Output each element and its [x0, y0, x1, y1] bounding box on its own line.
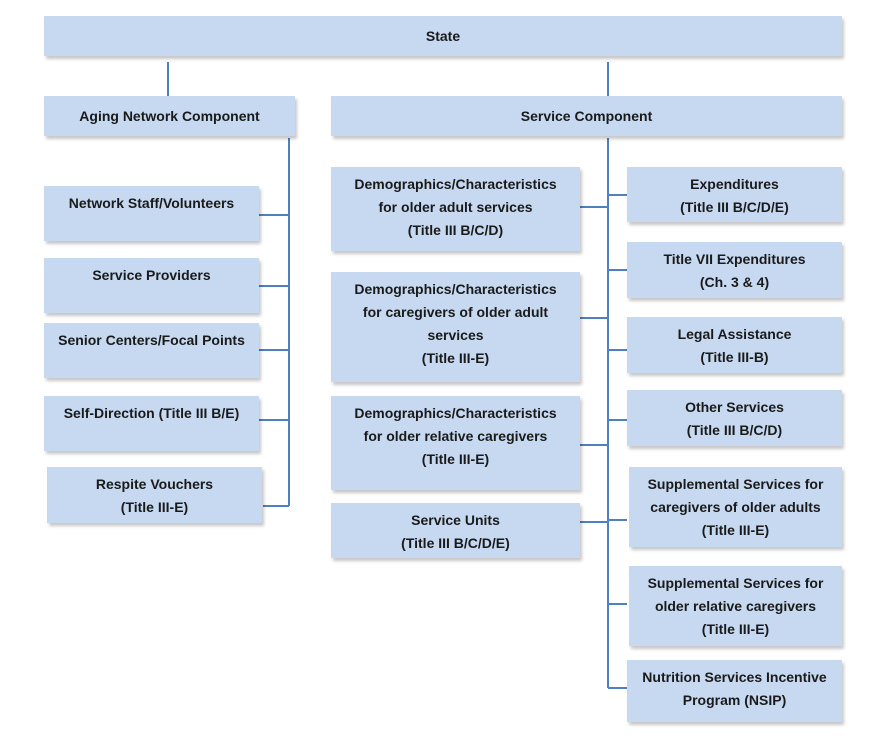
- service-units-label-line-1: Service Units: [411, 512, 500, 528]
- service-units-node: Service Units (Title III B/C/D/E): [331, 503, 580, 558]
- expenditures-node: Expenditures (Title III B/C/D/E): [627, 167, 842, 222]
- expenditures-label-line-2: (Title III B/C/D/E): [680, 199, 789, 215]
- demographics-relative-caregivers-label-line-1: Demographics/Characteristics: [354, 405, 557, 421]
- title-vii-expenditures-label-line-1: Title VII Expenditures: [663, 251, 806, 267]
- supplemental-caregivers-older-adults-label-line-1: Supplemental Services for: [647, 476, 824, 492]
- demographics-relative-caregivers-label-line-2: for older relative caregivers: [363, 428, 548, 444]
- supplemental-older-relative-caregivers-label-line-2: older relative caregivers: [654, 598, 817, 614]
- service-units-label-line-2: (Title III B/C/D/E): [401, 535, 510, 551]
- self-direction-label-line-1: Self-Direction (Title III B/E): [63, 405, 240, 421]
- nsip-label-line-2: Program (NSIP): [682, 692, 787, 708]
- demographics-older-adult-label-line-2: for older adult services: [378, 199, 533, 215]
- senior-centers-focal-points-label-line-1: Senior Centers/Focal Points: [58, 332, 245, 348]
- state-label-line-1: State: [425, 27, 461, 44]
- self-direction-node: Self-Direction (Title III B/E): [44, 396, 259, 451]
- expenditures-label-line-1: Expenditures: [690, 176, 779, 192]
- legal-assistance-label-line-1: Legal Assistance: [677, 326, 792, 342]
- supplemental-caregivers-older-adults-label-line-2: caregivers of older adults: [650, 499, 821, 515]
- aging-network-component-label-line-1: Aging Network Component: [79, 107, 260, 124]
- state-node: State: [44, 16, 842, 56]
- network-staff-volunteers-node: Network Staff/Volunteers: [44, 186, 259, 241]
- demographics-caregivers-label-line-4: (Title III-E): [421, 350, 490, 366]
- aging-network-component-node: Aging Network Component: [44, 96, 295, 136]
- demographics-older-adult-label-line-3: (Title III B/C/D): [407, 222, 504, 238]
- respite-vouchers-node: Respite Vouchers (Title III-E): [47, 467, 262, 523]
- other-services-label-line-1: Other Services: [685, 399, 784, 415]
- title-vii-expenditures-node: Title VII Expenditures (Ch. 3 & 4): [627, 242, 842, 298]
- other-services-node: Other Services (Title III B/C/D): [627, 390, 842, 446]
- service-providers-label-line-1: Service Providers: [92, 267, 211, 283]
- service-component-node: Service Component: [331, 96, 842, 136]
- demographics-caregivers-node: Demographics/Characteristics for caregive…: [331, 272, 580, 382]
- demographics-caregivers-label-line-2: for caregivers of older adult: [362, 304, 549, 320]
- service-providers-node: Service Providers: [44, 258, 259, 313]
- supplemental-caregivers-older-adults-label-line-3: (Title III-E): [701, 522, 770, 538]
- legal-assistance-node: Legal Assistance (Title III-B): [627, 317, 842, 373]
- supplemental-older-relative-caregivers-label-line-3: (Title III-E): [701, 621, 770, 637]
- nsip-label-line-1: Nutrition Services Incentive: [642, 669, 827, 685]
- title-vii-expenditures-label-line-2: (Ch. 3 & 4): [699, 274, 770, 290]
- legal-assistance-label-line-2: (Title III-B): [700, 349, 769, 365]
- respite-vouchers-label-line-1: Respite Vouchers: [95, 476, 214, 492]
- demographics-older-adult-label-line-1: Demographics/Characteristics: [354, 176, 557, 192]
- service-component-label-line-1: Service Component: [520, 107, 653, 124]
- supplemental-older-relative-caregivers-node: Supplemental Services for older relative …: [629, 566, 842, 646]
- demographics-older-adult-node: Demographics/Characteristics for older ad…: [331, 167, 580, 251]
- supplemental-caregivers-older-adults-node: Supplemental Services for caregivers of o…: [629, 467, 842, 547]
- respite-vouchers-label-line-2: (Title III-E): [120, 499, 189, 515]
- demographics-relative-caregivers-node: Demographics/Characteristics for older re…: [331, 396, 580, 490]
- other-services-label-line-2: (Title III B/C/D): [686, 422, 783, 438]
- supplemental-older-relative-caregivers-label-line-1: Supplemental Services for: [647, 575, 824, 591]
- demographics-relative-caregivers-label-line-3: (Title III-E): [421, 451, 490, 467]
- demographics-caregivers-label-line-3: services: [427, 327, 484, 343]
- demographics-caregivers-label-line-1: Demographics/Characteristics: [354, 281, 557, 297]
- network-staff-volunteers-label-line-1: Network Staff/Volunteers: [68, 195, 235, 211]
- senior-centers-focal-points-node: Senior Centers/Focal Points: [44, 323, 259, 378]
